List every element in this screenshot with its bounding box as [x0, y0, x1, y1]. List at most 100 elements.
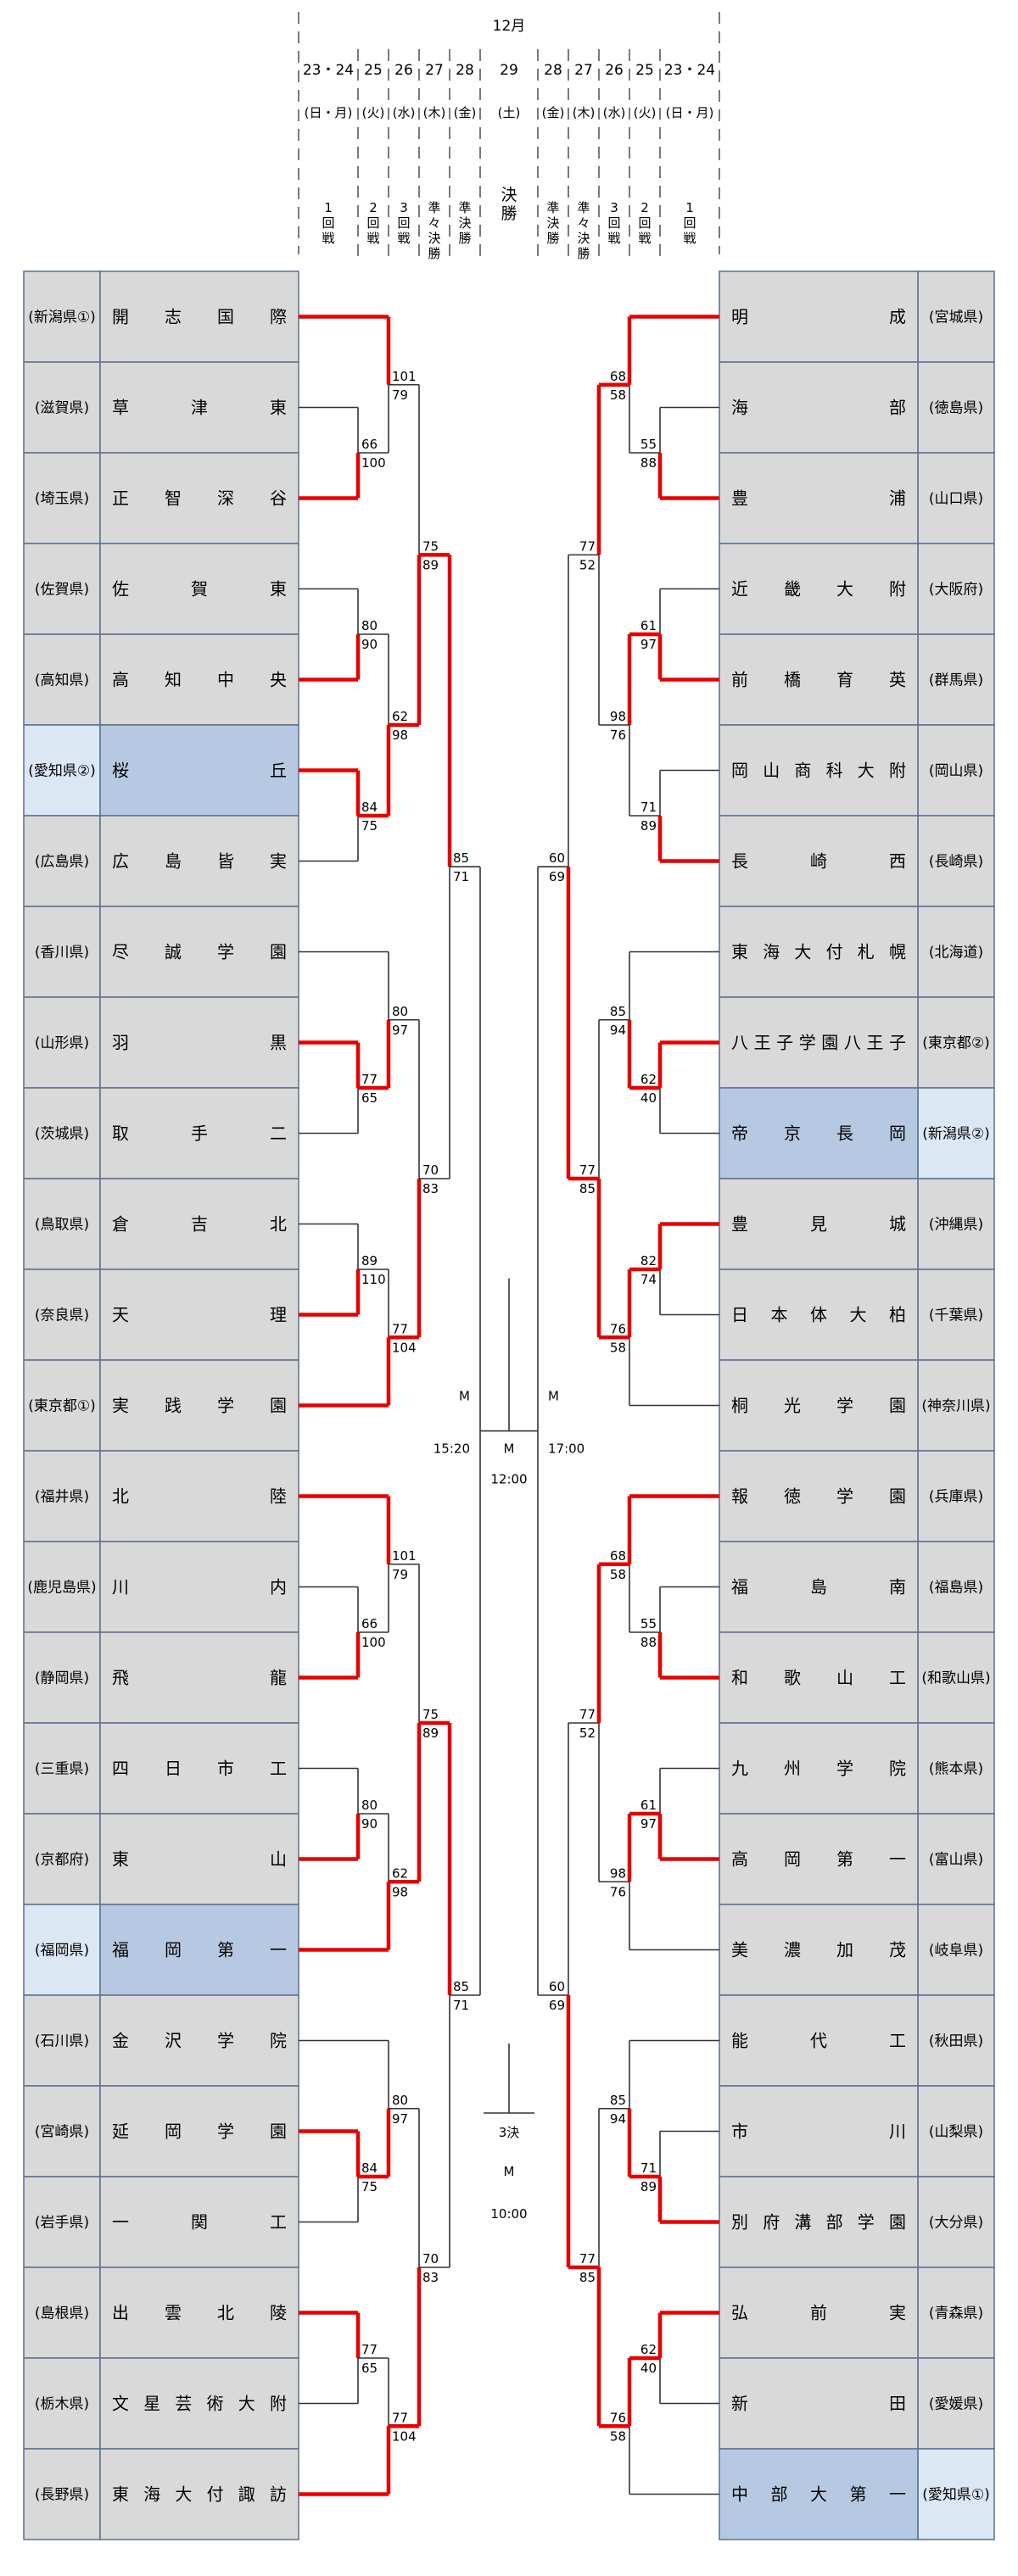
school-cell	[719, 1087, 919, 1179]
date-label: 26	[605, 62, 624, 79]
score-upper: 66	[361, 437, 378, 452]
team-row: (香川県)尽誠学園	[23, 906, 299, 998]
prefecture-name: (福島県)	[929, 1580, 983, 1597]
score-lower: 100	[361, 1635, 386, 1650]
day-label: (木)	[423, 105, 446, 120]
score-lower: 98	[392, 1884, 408, 1899]
score-lower: 104	[392, 2428, 417, 2444]
school-cell	[719, 270, 919, 363]
round-char: 2	[369, 200, 378, 215]
final-court: M	[504, 1441, 515, 1457]
score-lower: 88	[640, 455, 657, 471]
prefecture-cell	[917, 1087, 995, 1179]
round-char: 戦	[366, 231, 379, 246]
prefecture-cell	[917, 452, 995, 544]
prefecture-cell	[23, 1904, 101, 1996]
prefecture-cell	[917, 996, 995, 1089]
team-row: (大分県)別府溝部学園	[719, 2176, 995, 2268]
round-label: 準決勝	[458, 200, 471, 246]
team-row: (茨城県)取手二	[23, 1087, 299, 1179]
school-cell	[99, 1450, 299, 1542]
day-label: (水)	[603, 105, 626, 120]
score-lower: 76	[610, 728, 626, 743]
school-cell	[99, 361, 299, 454]
prefecture-cell	[917, 633, 995, 726]
prefecture-name: (神奈川県)	[921, 1398, 990, 1415]
round-char: 3	[610, 200, 618, 215]
team-row: (埼玉県)正智深谷	[23, 452, 299, 544]
prefecture-name: (山梨県)	[929, 2124, 983, 2141]
prefecture-name: (群馬県)	[929, 672, 983, 689]
prefecture-cell	[23, 2267, 101, 2359]
prefecture-cell	[23, 270, 101, 363]
prefecture-name: (三重県)	[35, 1761, 89, 1778]
team-row: (岐阜県)美濃加茂	[719, 1904, 995, 1996]
school-cell	[719, 1813, 919, 1905]
team-row: (山形県)羽黒	[23, 996, 299, 1089]
score-lower: 52	[579, 557, 596, 572]
date-label: 23・24	[303, 62, 354, 79]
team-row: (千葉県)日本体大柏	[719, 1268, 995, 1361]
round-char: 々	[428, 215, 440, 231]
school-cell	[99, 1541, 299, 1633]
score-lower: 58	[610, 1340, 626, 1355]
school-cell	[719, 1359, 919, 1452]
school-cell	[99, 452, 299, 544]
score-lower: 104	[392, 1340, 417, 1355]
score-upper: 66	[361, 1616, 378, 1631]
team-row: (長野県)東海大付諏訪	[23, 2448, 299, 2540]
score-lower: 40	[640, 1090, 657, 1106]
team-row: (鳥取県)倉吉北	[23, 1178, 299, 1270]
score-lower: 88	[640, 1635, 657, 1650]
semi-left-time: 15:20	[433, 1441, 470, 1457]
prefecture-cell	[23, 1631, 101, 1724]
school-cell	[99, 270, 299, 363]
team-row: (京都府)東山	[23, 1813, 299, 1905]
month-label: 12月	[493, 18, 526, 35]
school-cell	[99, 2357, 299, 2450]
semi-right-time: 17:00	[548, 1441, 585, 1457]
score-lower: 110	[361, 1272, 386, 1287]
score-upper: 77	[579, 2251, 596, 2267]
score-upper: 76	[610, 1321, 626, 1336]
round-char: 勝	[577, 246, 590, 261]
round-char: 回	[683, 215, 696, 231]
round-char: 回	[366, 215, 379, 231]
score-upper: 85	[453, 850, 469, 866]
school-cell	[99, 1631, 299, 1724]
school-cell	[99, 1813, 299, 1905]
team-row: (青森県)弘前実	[719, 2267, 995, 2359]
prefecture-name: (福井県)	[35, 1489, 89, 1506]
team-row: (神奈川県)桐光学園	[719, 1359, 995, 1452]
score-lower: 58	[610, 388, 626, 403]
prefecture-cell	[917, 2176, 995, 2268]
score-upper: 77	[579, 1707, 596, 1722]
round-char: 準	[428, 200, 440, 215]
prefecture-name: (大阪府)	[929, 582, 983, 599]
semi-left-court: M	[459, 1389, 470, 1404]
score-lower: 97	[392, 2111, 408, 2127]
school-cell	[719, 724, 919, 817]
prefecture-name: (大分県)	[929, 2215, 983, 2232]
score-upper: 55	[640, 437, 657, 452]
round-char: 決	[577, 231, 590, 246]
score-lower: 89	[640, 818, 657, 834]
prefecture-cell	[23, 996, 101, 1089]
prefecture-name: (岩手県)	[35, 2215, 89, 2232]
prefecture-cell	[23, 1087, 101, 1179]
round-label: 準決勝	[546, 200, 559, 246]
day-label: (日・月)	[666, 105, 714, 120]
score-lower: 79	[392, 1567, 408, 1582]
round-char: 準	[458, 200, 471, 215]
semi-right-court: M	[548, 1389, 559, 1404]
prefecture-cell	[23, 2448, 101, 2540]
prefecture-cell	[917, 815, 995, 907]
score-lower: 69	[549, 1998, 565, 2013]
school-cell	[719, 815, 919, 907]
prefecture-name: (鹿児島県)	[27, 1580, 96, 1597]
score-lower: 100	[361, 455, 386, 471]
day-label: (日・月)	[305, 105, 353, 120]
team-row: (山梨県)市川	[719, 2085, 995, 2177]
third-place-time: 10:00	[490, 2206, 527, 2222]
prefecture-cell	[917, 2357, 995, 2450]
